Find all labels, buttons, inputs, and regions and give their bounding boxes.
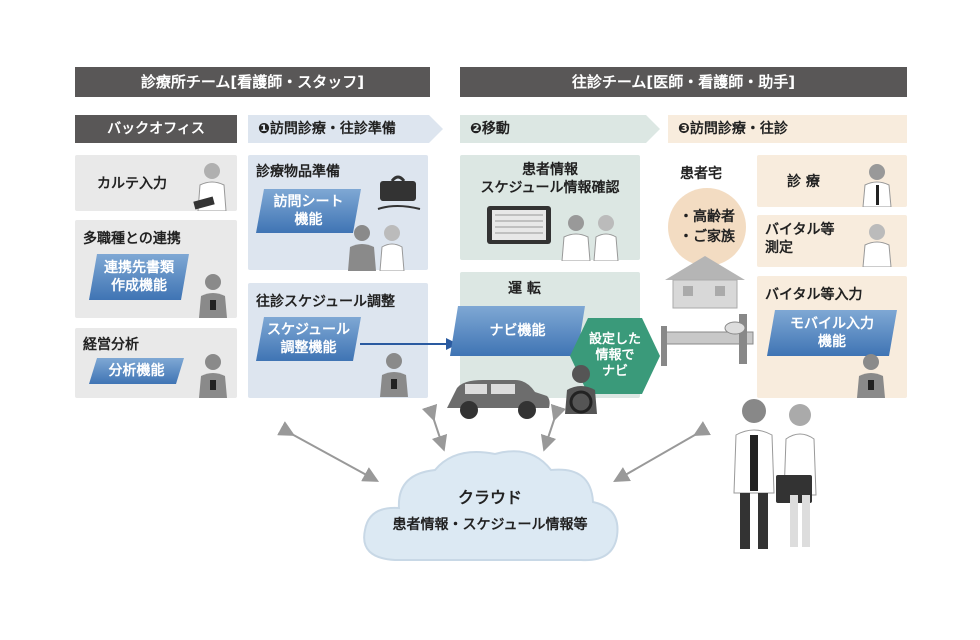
collab-docs-function: 連携先書類 作成機能 <box>89 254 189 300</box>
medical-bag-icon <box>377 175 421 210</box>
tablet-icon <box>487 206 551 244</box>
step1-bar: ❶訪問診療・往診準備 <box>248 115 443 143</box>
driving-title: 運 転 <box>508 281 541 297</box>
driver-icon <box>565 365 597 414</box>
collaboration-title: 多職種との連携 <box>83 231 181 247</box>
vitals-input-card: バイタル等入力 モバイル入力 機能 <box>757 276 907 398</box>
clinic-team-header: 診療所チーム[看護師・スタッフ] <box>75 67 430 97</box>
vitals-measure-title: バイタル等 測定 <box>765 222 835 256</box>
doctor-icon <box>862 164 892 207</box>
schedule-adjust-function: スケジュール 調整機能 <box>256 317 361 361</box>
nurse-pair-icon <box>348 225 405 271</box>
navi-function: ナビ機能 <box>450 306 585 356</box>
car-icon <box>447 380 550 419</box>
step3-bar: ❸訪問診療・往診 <box>668 115 907 143</box>
diagnosis-title: 診 療 <box>787 174 820 190</box>
cloud-shape <box>363 450 619 562</box>
schedule-adjust-card: 往診スケジュール調整 スケジュール 調整機能 <box>248 283 428 398</box>
nurse-icon <box>862 224 892 267</box>
staff-phone-icon <box>199 274 227 318</box>
visit-sheet-function: 訪問シート 機能 <box>256 189 361 233</box>
bed-icon <box>661 314 754 366</box>
patient-info-title: 患者情報 スケジュール情報確認 <box>480 162 620 196</box>
patient-bubble: ・高齢者 ・ご家族 <box>668 188 746 266</box>
supplies-prep-title: 診療物品準備 <box>256 164 340 180</box>
karte-input-card: カルテ入力 <box>75 155 237 211</box>
schedule-adjust-title: 往診スケジュール調整 <box>256 294 396 310</box>
management-analysis-title: 経営分析 <box>83 337 139 353</box>
cloud-subtitle: 患者情報・スケジュール情報等 <box>392 517 588 533</box>
staff-phone-icon <box>380 353 408 397</box>
step2-bar: ❷移動 <box>460 115 660 143</box>
house-icon <box>665 256 745 309</box>
mobile-input-function: モバイル入力 機能 <box>767 310 897 356</box>
staff-phone-icon <box>857 354 885 398</box>
cloud-title: クラウド <box>457 488 522 507</box>
staff-phone-icon <box>199 354 227 398</box>
supplies-prep-card: 診療物品準備 訪問シート 機能 <box>248 155 428 271</box>
back-office-bar: バックオフィス <box>75 115 237 143</box>
analysis-function: 分析機能 <box>89 358 184 384</box>
management-analysis-card: 経営分析 分析機能 <box>75 328 237 398</box>
patient-info-card: 患者情報 スケジュール情報確認 <box>460 155 640 261</box>
doctor-tablet-icon <box>193 163 227 211</box>
vitals-measure-card: バイタル等 測定 <box>757 215 907 267</box>
vitals-input-title: バイタル等入力 <box>765 287 863 303</box>
doctor-nurse-icon <box>561 215 619 261</box>
visit-team-header: 往診チーム[医師・看護師・助手] <box>460 67 907 97</box>
diagnosis-card: 診 療 <box>757 155 907 207</box>
collaboration-card: 多職種との連携 連携先書類 作成機能 <box>75 220 237 318</box>
patient-home-label: 患者宅 <box>680 166 722 182</box>
doctor-nurse-standing-icon <box>733 399 817 549</box>
karte-input-title: カルテ入力 <box>97 176 167 192</box>
